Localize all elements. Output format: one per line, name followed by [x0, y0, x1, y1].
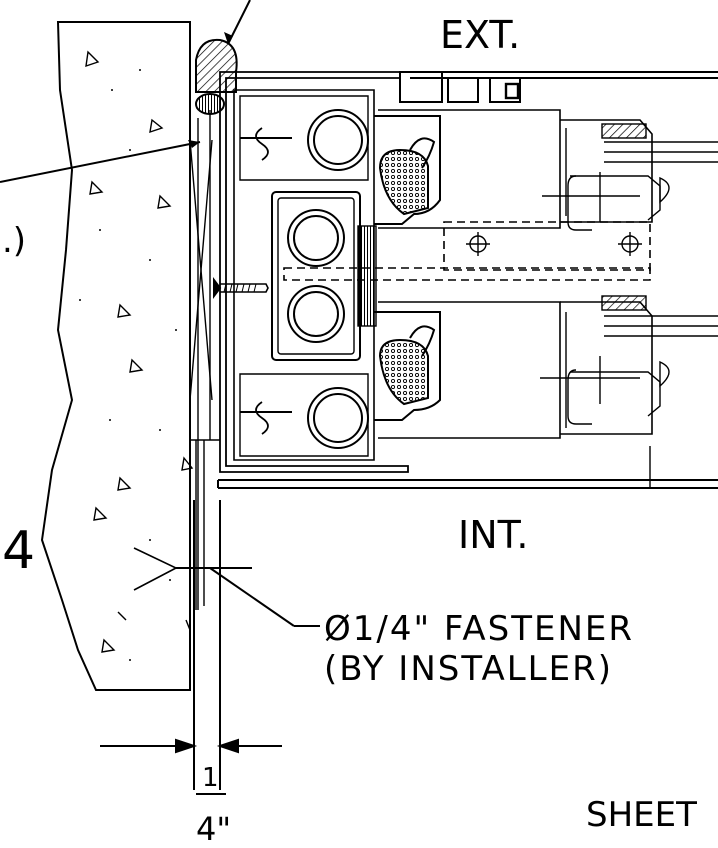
- anchor-screw: [213, 277, 269, 299]
- upper-tube: [233, 89, 375, 461]
- sheet-label: SHEET: [586, 795, 697, 835]
- shim-leader: .): [0, 140, 201, 261]
- glass-units: [604, 141, 718, 388]
- dimension-denominator: 4": [196, 810, 231, 848]
- fastener-label-line2: (BY INSTALLER): [324, 649, 613, 689]
- dimension-numerator: 1: [202, 763, 219, 793]
- frame-perimeter: [217, 71, 718, 489]
- fastener-label-line1: Ø1/4" FASTENER: [324, 609, 634, 649]
- dashed-reference: [283, 221, 651, 281]
- edge-paren-text: .): [2, 221, 26, 261]
- fastener-dimension: [100, 440, 320, 795]
- centre-block: [271, 191, 377, 361]
- sealant-joint: [195, 0, 251, 115]
- exterior-label: EXT.: [440, 13, 520, 57]
- interior-label: INT.: [458, 513, 528, 557]
- edge-number: 4: [2, 521, 35, 581]
- centre-marks: [540, 172, 651, 488]
- concrete-stipple: [79, 69, 177, 661]
- concrete-wall: [40, 21, 194, 691]
- shim-space: [189, 110, 220, 690]
- glazing-gaskets: [374, 115, 441, 421]
- concrete-aggregate-marks: [85, 50, 194, 653]
